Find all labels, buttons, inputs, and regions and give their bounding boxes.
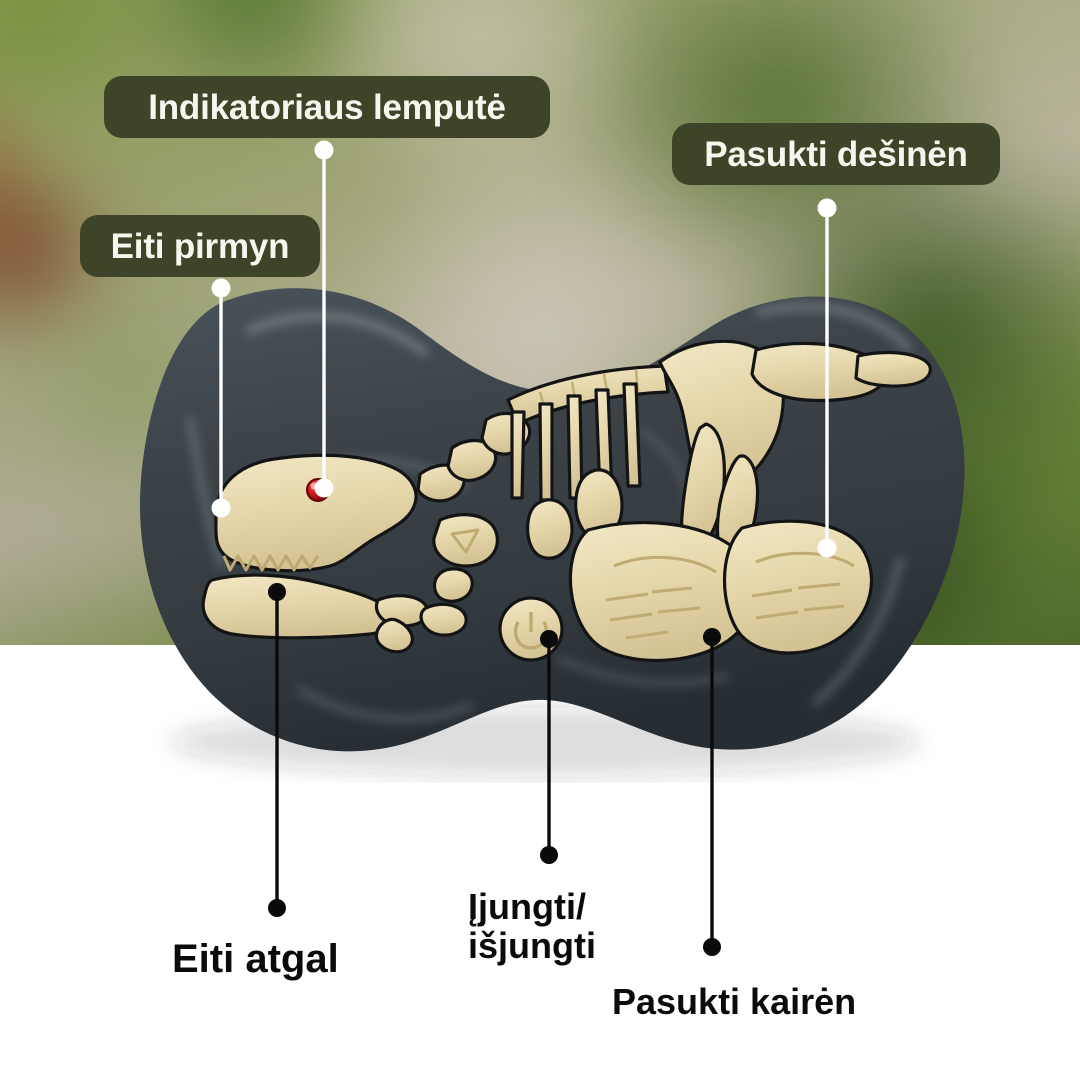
callout-label-backward: Eiti atgal	[172, 937, 339, 981]
leader-turn-right	[817, 198, 837, 558]
leader-turn-left	[703, 628, 721, 956]
callout-label-indicator-light: Indikatoriaus lemputė	[104, 76, 550, 138]
callout-label-power: Įjungti/ išjungti	[468, 886, 596, 966]
leader-power	[540, 630, 558, 864]
callout-label-turn-right: Pasukti dešinėn	[672, 123, 1000, 185]
leader-backward	[268, 583, 286, 917]
leader-indicator-light	[314, 140, 334, 498]
callout-label-forward: Eiti pirmyn	[80, 215, 320, 277]
leader-forward	[211, 278, 231, 518]
callout-label-turn-left: Pasukti kairėn	[612, 981, 857, 1022]
